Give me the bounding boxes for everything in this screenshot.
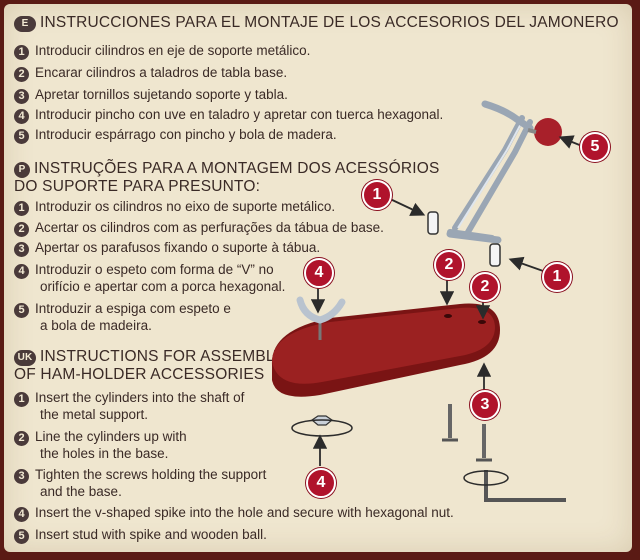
step-uk-1-cont: the metal support. — [40, 407, 149, 422]
callout-4-spike: 4 — [304, 258, 334, 288]
cylinder-right — [489, 243, 501, 267]
allen-key — [463, 470, 566, 502]
language-badge-es: E — [14, 16, 36, 32]
cylinder-left — [427, 211, 439, 235]
section-subtitle-uk: OF HAM-HOLDER ACCESSORIES — [14, 366, 265, 383]
callout-1-cylinder-right: 1 — [542, 262, 572, 292]
step-pt-5-cont: a bola de madeira. — [40, 318, 152, 333]
base-board — [271, 303, 500, 397]
hex-nut — [291, 415, 353, 437]
step-uk-2-cont: the holes in the base. — [40, 446, 169, 461]
callout-4-nut: 4 — [306, 468, 336, 498]
stud-spike — [527, 128, 537, 134]
language-badge-pt: P — [14, 162, 30, 178]
callout-5-ball: 5 — [580, 132, 610, 162]
callout-2-hole-left: 2 — [434, 250, 464, 280]
step-uk-3-cont: and the base. — [40, 484, 122, 499]
step-pt-4-cont: orifício e apertar com a porca hexagonal… — [40, 279, 286, 294]
callout-1-cylinder-left: 1 — [362, 180, 392, 210]
callout-3-screws: 3 — [470, 390, 500, 420]
section-subtitle-pt: DO SUPORTE PARA PRESUNTO: — [14, 178, 261, 195]
callout-2-hole-right: 2 — [470, 272, 500, 302]
v-spike — [296, 296, 346, 340]
metal-support — [446, 100, 534, 244]
wooden-ball — [534, 118, 562, 146]
screws — [442, 404, 492, 462]
language-badge-uk: UK — [14, 350, 36, 366]
